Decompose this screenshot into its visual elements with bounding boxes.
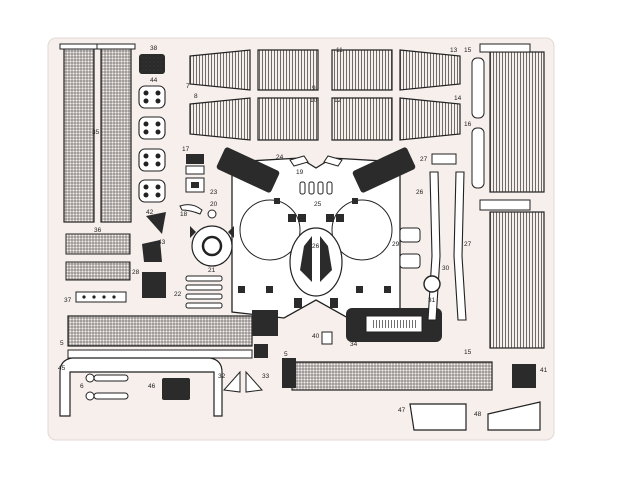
label-16: 16 bbox=[464, 121, 472, 128]
label-26: 26 bbox=[312, 243, 320, 250]
part-number-labels: 5 7 8 9 10 11 12 13 14 15 15 16 17 18 19… bbox=[58, 45, 548, 418]
label-26b: 26 bbox=[416, 189, 424, 196]
label-23: 23 bbox=[210, 189, 218, 196]
label-32: 32 bbox=[218, 373, 226, 380]
radiator-strip-35 bbox=[59, 43, 136, 223]
label-24: 24 bbox=[276, 154, 284, 161]
label-17: 17 bbox=[182, 146, 190, 153]
label-15: 15 bbox=[464, 47, 472, 54]
part-41 bbox=[512, 364, 536, 388]
label-42: 42 bbox=[146, 209, 154, 216]
part-17 bbox=[186, 154, 204, 164]
part-40 bbox=[321, 331, 333, 345]
label-47: 47 bbox=[398, 407, 406, 414]
part-20 bbox=[207, 209, 217, 219]
label-48: 48 bbox=[474, 411, 482, 418]
long-radiator-strip bbox=[67, 315, 253, 347]
rods-22 bbox=[185, 275, 223, 309]
label-7: 7 bbox=[186, 83, 190, 90]
label-31: 31 bbox=[428, 297, 436, 304]
chassis-plate-25 bbox=[216, 147, 416, 319]
label-30: 30 bbox=[442, 265, 450, 272]
grille-screens bbox=[189, 49, 461, 141]
brackets-29 bbox=[399, 227, 421, 269]
radiator-block-15 bbox=[471, 43, 545, 349]
label-28: 28 bbox=[132, 269, 140, 276]
label-6: 6 bbox=[80, 383, 84, 390]
part-27 bbox=[431, 153, 457, 165]
frame-45 bbox=[59, 357, 223, 417]
label-43: 43 bbox=[158, 239, 166, 246]
part-43 bbox=[142, 240, 162, 262]
label-45: 45 bbox=[58, 365, 66, 372]
part-31 bbox=[423, 275, 441, 293]
plate-47 bbox=[409, 403, 467, 431]
bar-37 bbox=[75, 291, 127, 303]
label-38: 38 bbox=[150, 45, 158, 52]
label-15b: 15 bbox=[464, 349, 472, 356]
tray-34 bbox=[346, 308, 442, 342]
part-42 bbox=[146, 212, 166, 234]
label-1: 5 bbox=[60, 340, 64, 347]
label-8: 8 bbox=[194, 93, 198, 100]
part-32 bbox=[222, 370, 241, 393]
label-10: 10 bbox=[310, 97, 318, 104]
label-13: 13 bbox=[450, 47, 458, 54]
label-44: 44 bbox=[150, 77, 158, 84]
part-33 bbox=[245, 370, 264, 393]
wheel-plate-21 bbox=[190, 225, 234, 267]
label-37: 37 bbox=[64, 297, 72, 304]
label-27: 27 bbox=[420, 156, 428, 163]
label-27b: 27 bbox=[464, 241, 472, 248]
label-29: 29 bbox=[392, 241, 400, 248]
label-25: 25 bbox=[314, 201, 322, 208]
label-22: 22 bbox=[174, 291, 182, 298]
label-14: 14 bbox=[454, 95, 462, 102]
bar-36 bbox=[65, 233, 131, 255]
label-19: 19 bbox=[296, 169, 304, 176]
part-46 bbox=[162, 378, 190, 400]
label-33: 33 bbox=[262, 373, 270, 380]
label-46: 46 bbox=[148, 383, 156, 390]
part-plate bbox=[142, 272, 166, 298]
label-21: 21 bbox=[208, 267, 216, 274]
label-20: 20 bbox=[210, 201, 218, 208]
label-34: 34 bbox=[350, 341, 358, 348]
label-18: 18 bbox=[180, 211, 188, 218]
label-11: 11 bbox=[336, 47, 343, 54]
springs-6 bbox=[85, 373, 129, 401]
label-40: 40 bbox=[312, 333, 320, 340]
plate-48 bbox=[487, 401, 541, 431]
label-41: 41 bbox=[540, 367, 548, 374]
label-35: 35 bbox=[92, 129, 100, 136]
label-36: 36 bbox=[94, 227, 102, 234]
label-5: 5 bbox=[284, 351, 288, 358]
label-9: 9 bbox=[312, 85, 316, 92]
label-12: 12 bbox=[334, 97, 342, 104]
bottom-radiator-strip bbox=[291, 361, 493, 391]
